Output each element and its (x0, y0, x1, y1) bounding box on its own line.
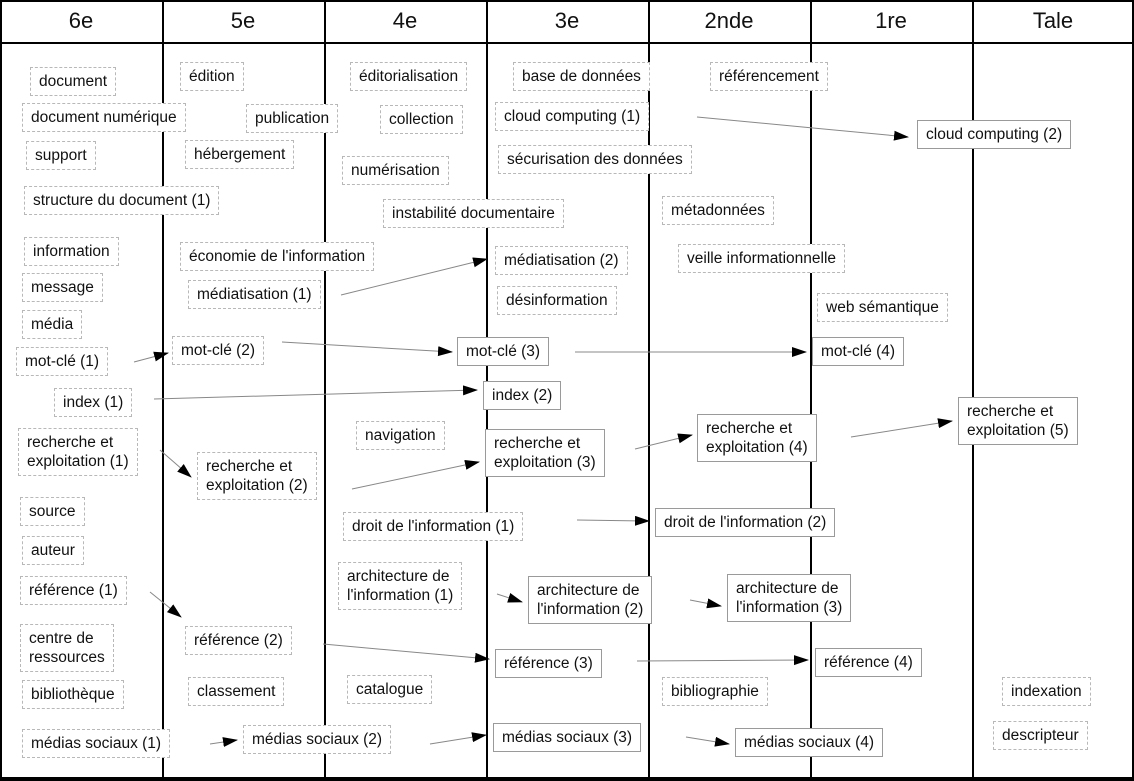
term-box-catalogue: catalogue (347, 675, 433, 704)
term-box-recherche-et-exploitation-1: recherche et exploitation (1) (18, 428, 138, 476)
term-box-mediatisation-1: médiatisation (1) (188, 280, 321, 309)
grid-divider (648, 0, 650, 781)
term-box-architecture-de-l-information-1: architecture de l'information (1) (338, 562, 463, 610)
term-box-editorialisation: éditorialisation (350, 62, 468, 91)
term-box-recherche-et-exploitation-5: recherche et exploitation (5) (958, 397, 1078, 445)
progression-arrow-mot-cle-2-to-mot-cle-3 (281, 341, 453, 357)
term-box-droit-de-l-information-1: droit de l'information (1) (343, 512, 524, 541)
header-separator-line (0, 42, 1134, 44)
term-box-collection: collection (380, 105, 463, 134)
term-box-mot-cle-4: mot-clé (4) (812, 337, 905, 366)
progression-arrow-medias-sociaux-2-to-medias-sociaux-3 (429, 732, 487, 745)
grid-divider (972, 0, 974, 781)
progression-arrow-recherche-et-exploitation-1-to-recherche-et-exploitation-2 (159, 449, 192, 478)
term-box-hebergement: hébergement (185, 140, 295, 169)
progression-arrow-architecture-de-l-information-2-to-architecture-de-l-information-3 (689, 598, 722, 609)
column-header-tale: Tale (1032, 8, 1074, 33)
term-box-recherche-et-exploitation-4: recherche et exploitation (4) (697, 414, 817, 462)
term-box-droit-de-l-information-2: droit de l'information (2) (655, 508, 836, 537)
term-box-instabilite-documentaire: instabilité documentaire (383, 199, 564, 228)
term-box-desinformation: désinformation (497, 286, 617, 315)
column-header-6e: 6e (68, 8, 94, 33)
progression-arrow-reference-3-to-reference-4 (636, 655, 809, 666)
term-box-recherche-et-exploitation-2: recherche et exploitation (2) (197, 452, 317, 500)
column-header-3e: 3e (554, 8, 580, 33)
term-box-mot-cle-3: mot-clé (3) (457, 337, 550, 366)
term-box-base-de-donnees: base de données (513, 62, 650, 91)
term-box-support: support (26, 141, 96, 170)
term-box-metadonnees: métadonnées (662, 196, 774, 225)
term-box-mot-cle-2: mot-clé (2) (172, 336, 265, 365)
term-box-indexation: indexation (1002, 677, 1091, 706)
term-box-document-numerique: document numérique (22, 103, 186, 132)
column-header-1re: 1re (875, 8, 907, 33)
term-box-document: document (30, 67, 117, 96)
term-box-web-semantique: web sémantique (817, 293, 948, 322)
term-box-navigation: navigation (356, 421, 445, 450)
progression-arrow-medias-sociaux-3-to-medias-sociaux-4 (685, 736, 730, 747)
progression-arrow-recherche-et-exploitation-2-to-recherche-et-exploitation-3 (351, 460, 480, 490)
progression-arrow-recherche-et-exploitation-4-to-recherche-et-exploitation-5 (850, 418, 953, 438)
grid-divider (162, 0, 164, 781)
term-box-index-2: index (2) (483, 381, 562, 410)
term-box-publication: publication (246, 104, 339, 133)
term-box-architecture-de-l-information-2: architecture de l'information (2) (528, 576, 653, 624)
column-header-4e: 4e (392, 8, 418, 33)
term-box-bibliotheque: bibliothèque (22, 680, 124, 709)
term-box-edition: édition (180, 62, 244, 91)
column-header-2nde: 2nde (704, 8, 754, 33)
term-box-economie-de-l-information: économie de l'information (180, 242, 375, 271)
term-box-bibliographie: bibliographie (662, 677, 768, 706)
grid-divider (810, 0, 812, 781)
term-box-media: média (22, 310, 83, 339)
term-box-centre-de-ressources: centre de ressources (20, 624, 114, 672)
term-box-information: information (24, 237, 119, 266)
term-box-cloud-computing-2: cloud computing (2) (917, 120, 1072, 149)
term-box-medias-sociaux-4: médias sociaux (4) (735, 728, 884, 757)
progression-arrow-reference-1-to-reference-2 (149, 591, 182, 618)
term-box-securisation-des-donnees: sécurisation des données (498, 145, 692, 174)
progression-arrow-mot-cle-1-to-mot-cle-2 (133, 351, 169, 363)
term-box-veille-informationnelle: veille informationnelle (678, 244, 846, 273)
term-box-architecture-de-l-information-3: architecture de l'information (3) (727, 574, 852, 622)
term-box-descripteur: descripteur (993, 721, 1088, 750)
term-box-classement: classement (188, 677, 285, 706)
term-box-numerisation: numérisation (342, 156, 449, 185)
term-box-recherche-et-exploitation-3: recherche et exploitation (3) (485, 429, 605, 477)
term-box-reference-2: référence (2) (185, 626, 292, 655)
term-box-medias-sociaux-2: médias sociaux (2) (243, 725, 392, 754)
progression-arrow-medias-sociaux-1-to-medias-sociaux-2 (209, 737, 238, 747)
term-box-medias-sociaux-3: médias sociaux (3) (493, 723, 642, 752)
term-box-message: message (22, 273, 103, 302)
term-box-medias-sociaux-1: médias sociaux (1) (22, 729, 171, 758)
term-box-referencement: référencement (710, 62, 828, 91)
progression-arrow-reference-2-to-reference-3 (322, 643, 490, 663)
term-box-reference-4: référence (4) (815, 648, 922, 677)
term-box-cloud-computing-1: cloud computing (1) (495, 102, 650, 131)
progression-arrow-recherche-et-exploitation-3-to-recherche-et-exploitation-4 (634, 433, 693, 450)
term-box-structure-du-document-1: structure du document (1) (24, 186, 220, 215)
progression-arrow-index-1-to-index-2 (153, 385, 478, 400)
term-box-reference-1: référence (1) (20, 576, 127, 605)
progression-arrow-architecture-de-l-information-1-to-architecture-de-l-information-2 (496, 592, 523, 603)
progression-arrow-droit-de-l-information-1-to-droit-de-l-information-2 (576, 515, 650, 526)
term-box-reference-3: référence (3) (495, 649, 602, 678)
grid-divider (324, 0, 326, 781)
progression-arrow-mediatisation-1-to-mediatisation-2 (340, 257, 488, 296)
column-header-5e: 5e (230, 8, 256, 33)
progression-arrow-cloud-computing-1-to-cloud-computing-2 (696, 116, 909, 141)
term-box-auteur: auteur (22, 536, 84, 565)
term-box-mot-cle-1: mot-clé (1) (16, 347, 109, 376)
term-box-source: source (20, 497, 85, 526)
term-box-index-1: index (1) (54, 388, 133, 417)
term-box-mediatisation-2: médiatisation (2) (495, 246, 628, 275)
